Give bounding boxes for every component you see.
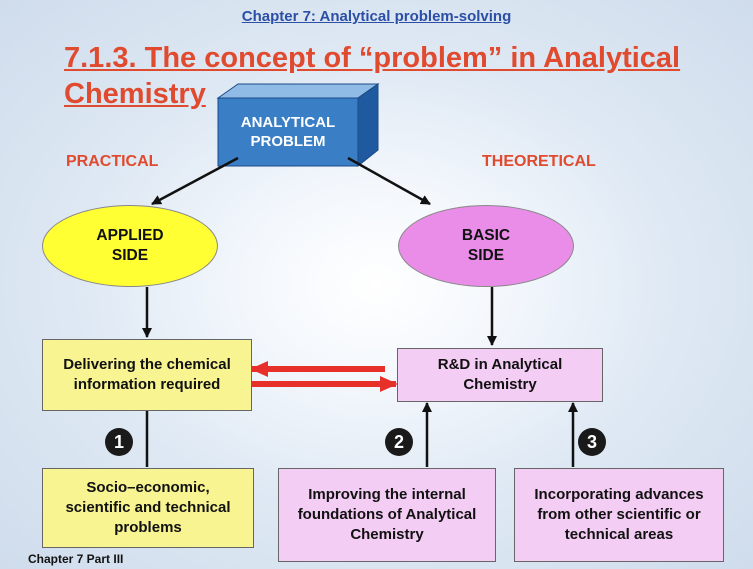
rd-box: R&D in Analytical Chemistry [397, 348, 603, 402]
applied-side-ellipse: APPLIED SIDE [42, 205, 218, 287]
internal-foundations-label: Improving the internal foundations of An… [297, 486, 477, 543]
practical-label: PRACTICAL [66, 153, 159, 170]
delivering-info-box: Delivering the chemical information requ… [42, 339, 252, 411]
incorporating-advances-label: Incorporating advances from other scient… [534, 486, 704, 543]
badge-1: 1 [105, 428, 133, 456]
theoretical-label: THEORETICAL [482, 153, 596, 170]
applied-side-label: APPLIED SIDE [96, 227, 164, 264]
analytical-problem-box [216, 83, 380, 168]
basic-side-ellipse: BASIC SIDE [398, 205, 574, 287]
badge-3: 3 [578, 428, 606, 456]
internal-foundations-box: Improving the internal foundations of An… [278, 468, 496, 562]
basic-side-label: BASIC SIDE [461, 227, 511, 264]
socio-economic-label: Socio–economic, scientific and technical… [65, 479, 231, 536]
rd-label: R&D in Analytical Chemistry [437, 356, 563, 393]
socio-economic-box: Socio–economic, scientific and technical… [42, 468, 254, 548]
delivering-info-label: Delivering the chemical information requ… [63, 356, 231, 393]
incorporating-advances-box: Incorporating advances from other scient… [514, 468, 724, 562]
arrow-to-basic [347, 156, 431, 206]
chapter-heading: Chapter 7: Analytical problem-solving [241, 8, 512, 25]
page-title: 7.1.3. The concept of “problem” in Analy… [64, 42, 681, 110]
footer-label: Chapter 7 Part III [28, 552, 124, 566]
arrow-to-applied [151, 156, 239, 206]
badge-2: 2 [385, 428, 413, 456]
analytical-problem-label: ANALYTICAL PROBLEM [240, 114, 336, 150]
